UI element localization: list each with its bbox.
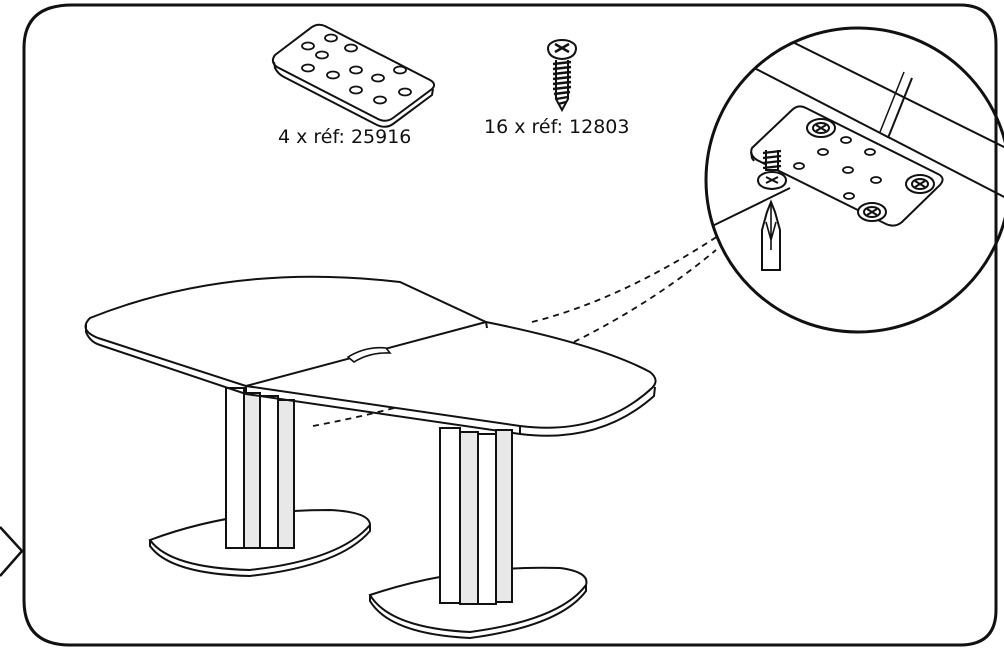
- pedestal-left: [148, 387, 372, 578]
- detail-circle-border: [704, 26, 1004, 334]
- extendable-table: [84, 275, 657, 640]
- screw-in-progress: [757, 149, 787, 191]
- screwdriver-icon: [761, 199, 781, 271]
- chevron-right-icon[interactable]: [0, 526, 24, 577]
- plate-quantity-label: 4 x réf: 25916: [278, 126, 411, 148]
- magnified-detail-view: [706, 28, 1004, 271]
- table-latch: [346, 346, 392, 363]
- screw-quantity-label: 16 x réf: 12803: [484, 116, 629, 138]
- mounting-plate-icon: [271, 23, 436, 128]
- pedestal-right: [368, 427, 588, 640]
- step-frame: [22, 3, 998, 647]
- screw-icon: [547, 39, 577, 113]
